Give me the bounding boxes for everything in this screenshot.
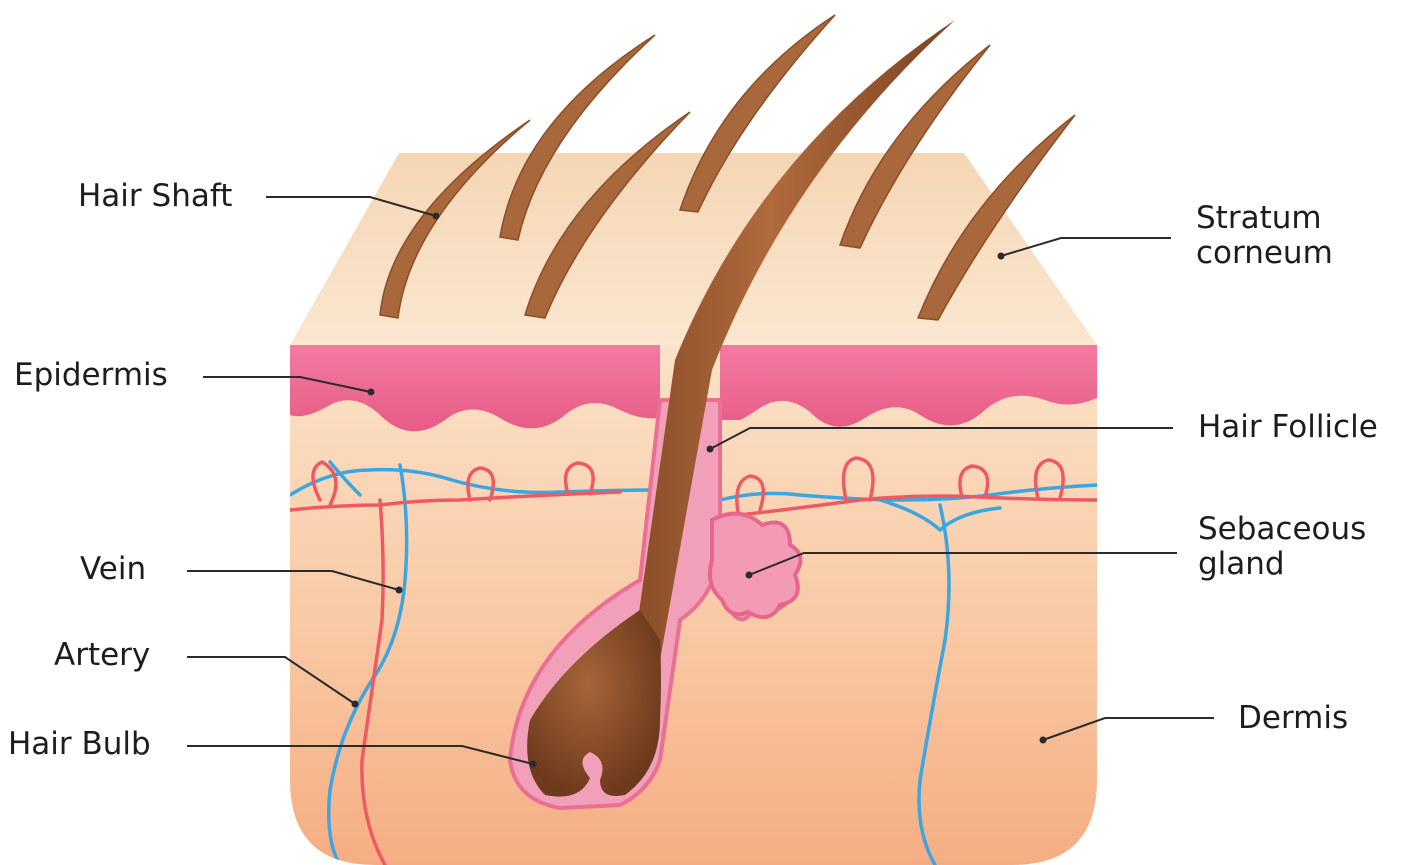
sebaceous-gland-shape	[710, 514, 800, 618]
label-sebaceous-gland-line2: gland	[1198, 547, 1366, 582]
label-stratum-corneum-line2: corneum	[1196, 236, 1333, 271]
label-stratum-corneum-line1: Stratum	[1196, 201, 1333, 236]
label-sebaceous-gland-line1: Sebaceous	[1198, 512, 1366, 547]
label-epidermis: Epidermis	[14, 357, 168, 394]
label-vein: Vein	[80, 551, 146, 588]
label-dermis: Dermis	[1238, 700, 1348, 737]
label-hair-shaft: Hair Shaft	[78, 178, 232, 215]
label-artery: Artery	[54, 637, 150, 674]
label-stratum-corneum: Stratum corneum	[1196, 201, 1333, 271]
label-hair-bulb: Hair Bulb	[8, 726, 151, 763]
label-sebaceous-gland: Sebaceous gland	[1198, 512, 1366, 582]
label-hair-follicle: Hair Follicle	[1198, 409, 1378, 446]
